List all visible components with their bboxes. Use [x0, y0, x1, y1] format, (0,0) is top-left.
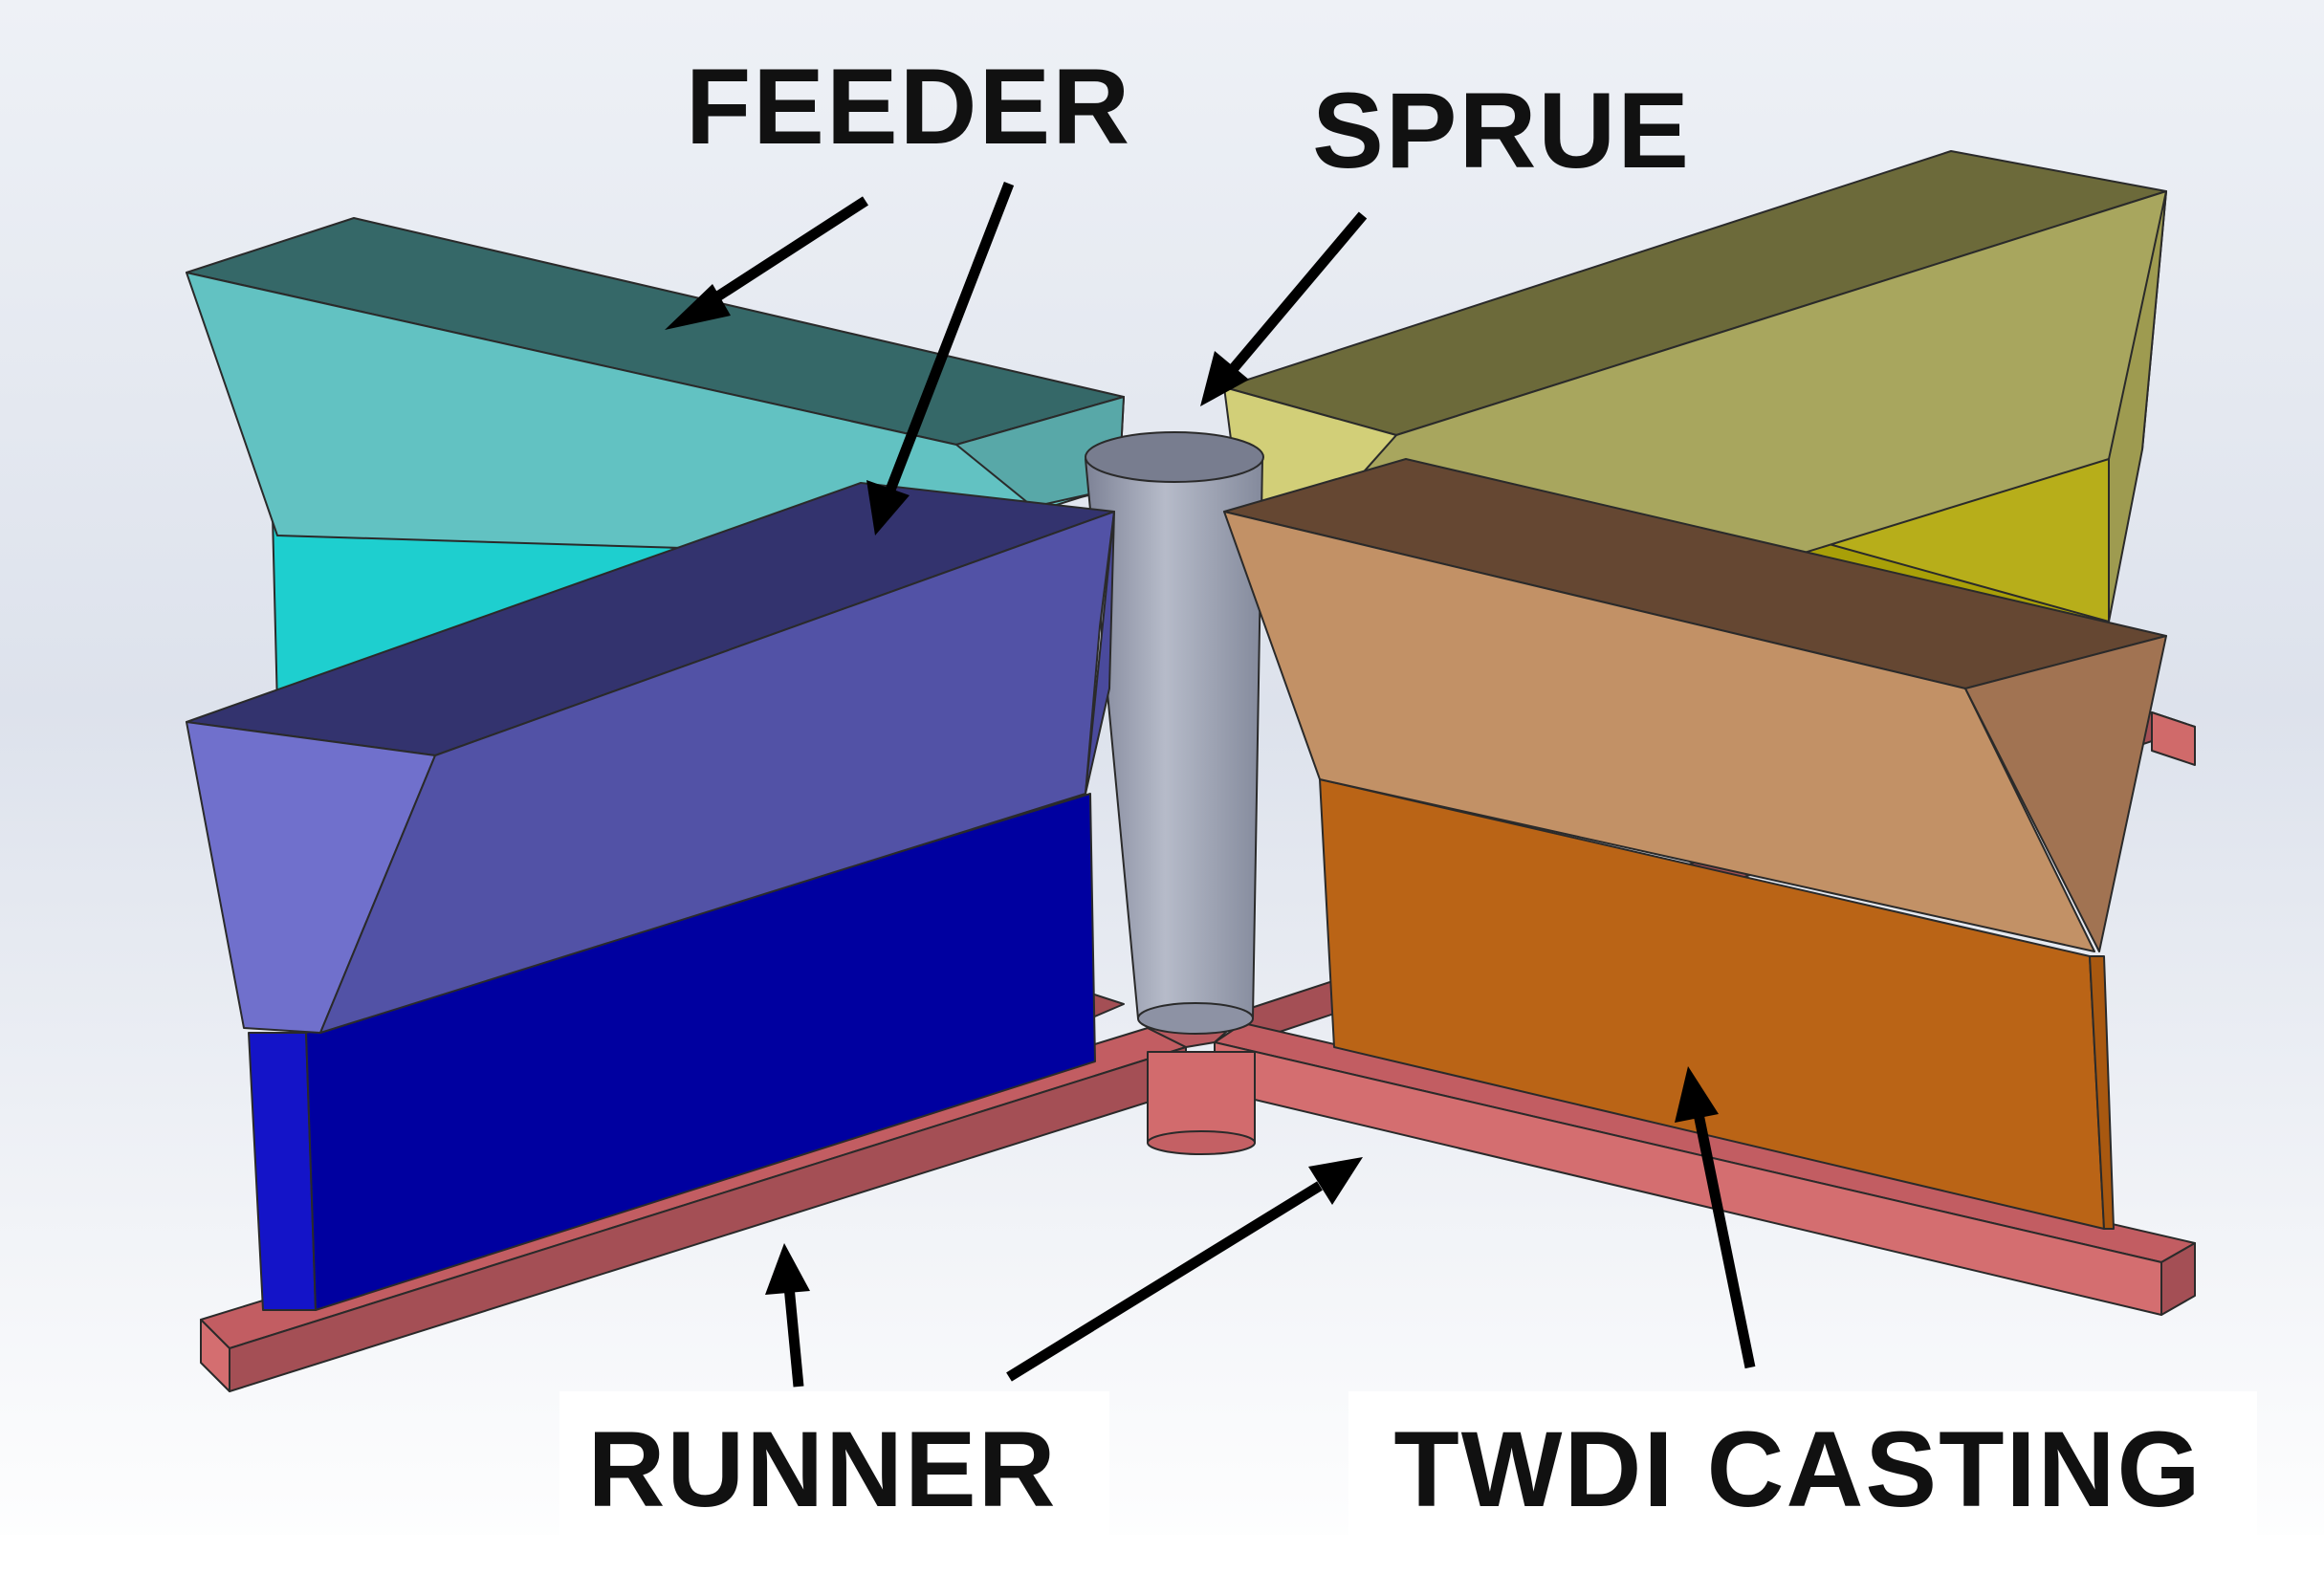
runner-label: RUNNER	[587, 1410, 1057, 1529]
sprue-well	[1147, 1051, 1256, 1144]
arrow-feeder-front	[866, 182, 1015, 536]
frame-bottom-band	[0, 1535, 2324, 1574]
arrow-runner-left	[765, 1243, 810, 1388]
feeder-front-left	[186, 482, 1115, 1034]
arrow-casting	[1675, 1066, 1756, 1369]
casting-front-right	[1319, 778, 2115, 1230]
casting-front-left	[248, 793, 1096, 1311]
sprue-label: SPRUE	[1312, 71, 1691, 190]
sprue	[1085, 431, 1264, 1035]
arrow-sprue	[1200, 211, 1368, 406]
arrow-feeder-back	[665, 196, 868, 330]
feeder-front-right	[1223, 458, 2167, 952]
arrow-runner-right	[1006, 1157, 1363, 1382]
casting-label: TWDI CASTING	[1393, 1410, 2202, 1529]
feeder-label: FEEDER	[686, 47, 1131, 166]
casting-label-backdrop	[1348, 1391, 2257, 1540]
runner-label-backdrop	[559, 1391, 1109, 1540]
